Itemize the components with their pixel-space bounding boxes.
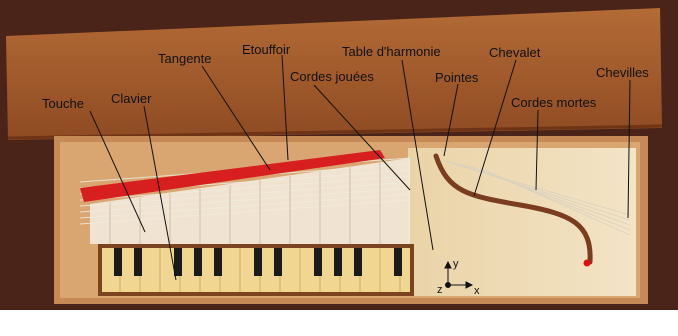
axis-label-z: z xyxy=(437,283,443,297)
label-tangente: Tangente xyxy=(158,52,212,66)
origin-dot xyxy=(584,260,591,267)
label-table-harmonie: Table d'harmonie xyxy=(342,45,441,59)
bottom-margin xyxy=(0,310,678,336)
label-chevalet: Chevalet xyxy=(489,46,540,60)
label-cordes-mortes: Cordes mortes xyxy=(511,96,596,110)
label-touche: Touche xyxy=(42,97,84,111)
label-clavier: Clavier xyxy=(111,92,151,106)
label-pointes: Pointes xyxy=(435,71,478,85)
label-etouffoir: Etouffoir xyxy=(242,43,290,57)
axis-label-y: y xyxy=(453,257,459,271)
label-chevilles: Chevilles xyxy=(596,66,649,80)
label-cordes-jouees: Cordes jouées xyxy=(290,70,374,84)
axis-label-x: x xyxy=(474,284,480,298)
